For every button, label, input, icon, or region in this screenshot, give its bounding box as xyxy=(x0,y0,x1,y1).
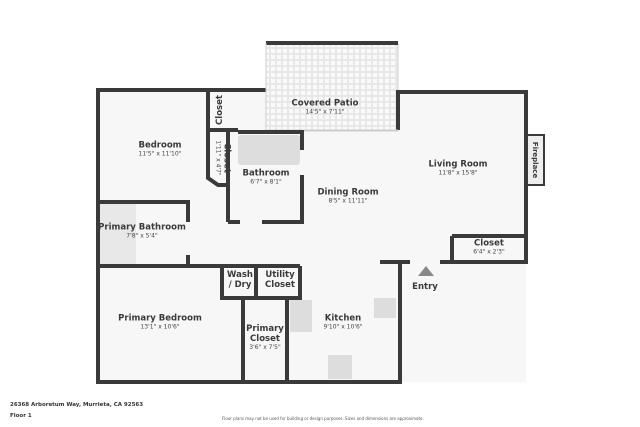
room-entry: Entry xyxy=(412,282,438,293)
washer-dryer xyxy=(290,300,312,332)
fireplace: Fireplace xyxy=(531,142,539,178)
bathtub xyxy=(238,135,300,165)
room-dims: 3'6" x 7'5" xyxy=(249,343,281,351)
room-name: Wash / Dry xyxy=(227,270,253,290)
room-dims: 14'5" x 7'11" xyxy=(305,108,345,116)
stove xyxy=(328,355,352,379)
room-name: Primary Bathroom xyxy=(98,222,186,233)
room-dims: 6'7" x 8'1" xyxy=(250,178,282,186)
room-name: Bathroom xyxy=(242,168,290,179)
room-name: Utility Closet xyxy=(265,270,295,290)
room-name: Entry xyxy=(412,282,438,293)
room-name: Fireplace xyxy=(531,141,540,179)
room-name: Primary Closet xyxy=(246,323,284,344)
room-name: Dining Room xyxy=(317,187,379,198)
room-wash-dry: Wash / Dry xyxy=(225,270,255,291)
patio-tiles xyxy=(265,42,399,132)
room-name: Primary Bedroom xyxy=(118,313,202,324)
room-name: Kitchen xyxy=(324,313,362,324)
room-dims: 9'10" x 10'6" xyxy=(323,323,363,331)
room-name: Closet xyxy=(221,143,232,173)
room-utility-closet: Utility Closet xyxy=(260,270,300,291)
shower xyxy=(100,202,136,264)
room-dims: 7'8" x 5'4" xyxy=(126,232,158,240)
room-name: Living Room xyxy=(428,159,488,170)
room-closet-top: Closet xyxy=(215,95,226,125)
floor-label: Floor 1 xyxy=(10,413,32,419)
room-name: Bedroom xyxy=(138,140,182,151)
room-name: Closet xyxy=(215,95,226,125)
address: 26368 Arboretum Way, Murrieta, CA 92563 xyxy=(10,402,144,408)
room-name: Covered Patio xyxy=(291,98,359,109)
room-dims: 8'5" x 11'11" xyxy=(328,197,368,205)
room-name: Closet xyxy=(474,238,504,249)
entry-arrow-icon xyxy=(418,266,434,276)
disclaimer: Floor plans may not be used for building… xyxy=(222,416,424,421)
room-dims: 11'8" x 15'8" xyxy=(438,169,478,177)
room-dims: 13'1" x 10'6" xyxy=(140,323,180,331)
room-dims: 11'5" x 11'10" xyxy=(138,150,182,158)
room-dims: 1'11" x 4'7" xyxy=(214,140,222,176)
room-dims: 6'4" x 2'3" xyxy=(473,248,505,256)
sink xyxy=(374,298,396,318)
walls xyxy=(96,41,528,384)
